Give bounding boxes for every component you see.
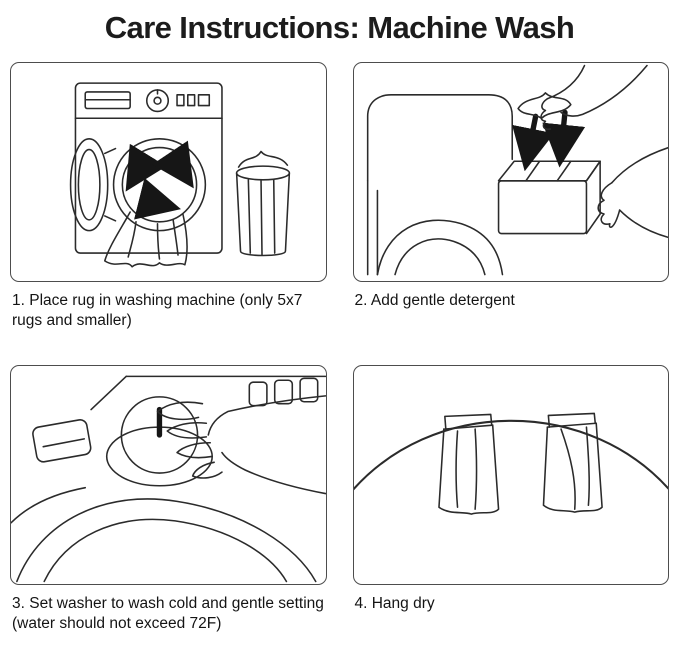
step-2-caption: 2. Add gentle detergent [354, 292, 515, 309]
steps-grid: 1. Place rug in washing machine (only 5x… [10, 62, 669, 657]
step-panel-2: 2. Add gentle detergent [352, 62, 669, 363]
step-2-illustration-frame [352, 62, 669, 282]
washing-machine-loading-rug-illustration [69, 82, 291, 268]
add-detergent-illustration [366, 64, 668, 276]
step-3-caption: 3. Set washer to wash cold and gentle se… [12, 595, 324, 633]
step-panel-1: 1. Place rug in washing machine (only 5x… [10, 62, 327, 363]
step-4-caption: 4. Hang dry [354, 595, 435, 612]
step-3-illustration-frame [10, 365, 327, 585]
hang-dry-clothesline-illustration [353, 412, 668, 515]
step-1-illustration-frame [10, 62, 327, 282]
set-washer-dial-illustration [11, 375, 326, 583]
page-title: Care Instructions: Machine Wash [104, 10, 575, 45]
step-panel-3: 3. Set washer to wash cold and gentle se… [10, 365, 327, 657]
step-panel-4: 4. Hang dry [352, 365, 669, 657]
step-4-illustration-frame [352, 365, 669, 585]
step-1-caption: 1. Place rug in washing machine (only 5x… [12, 292, 303, 330]
